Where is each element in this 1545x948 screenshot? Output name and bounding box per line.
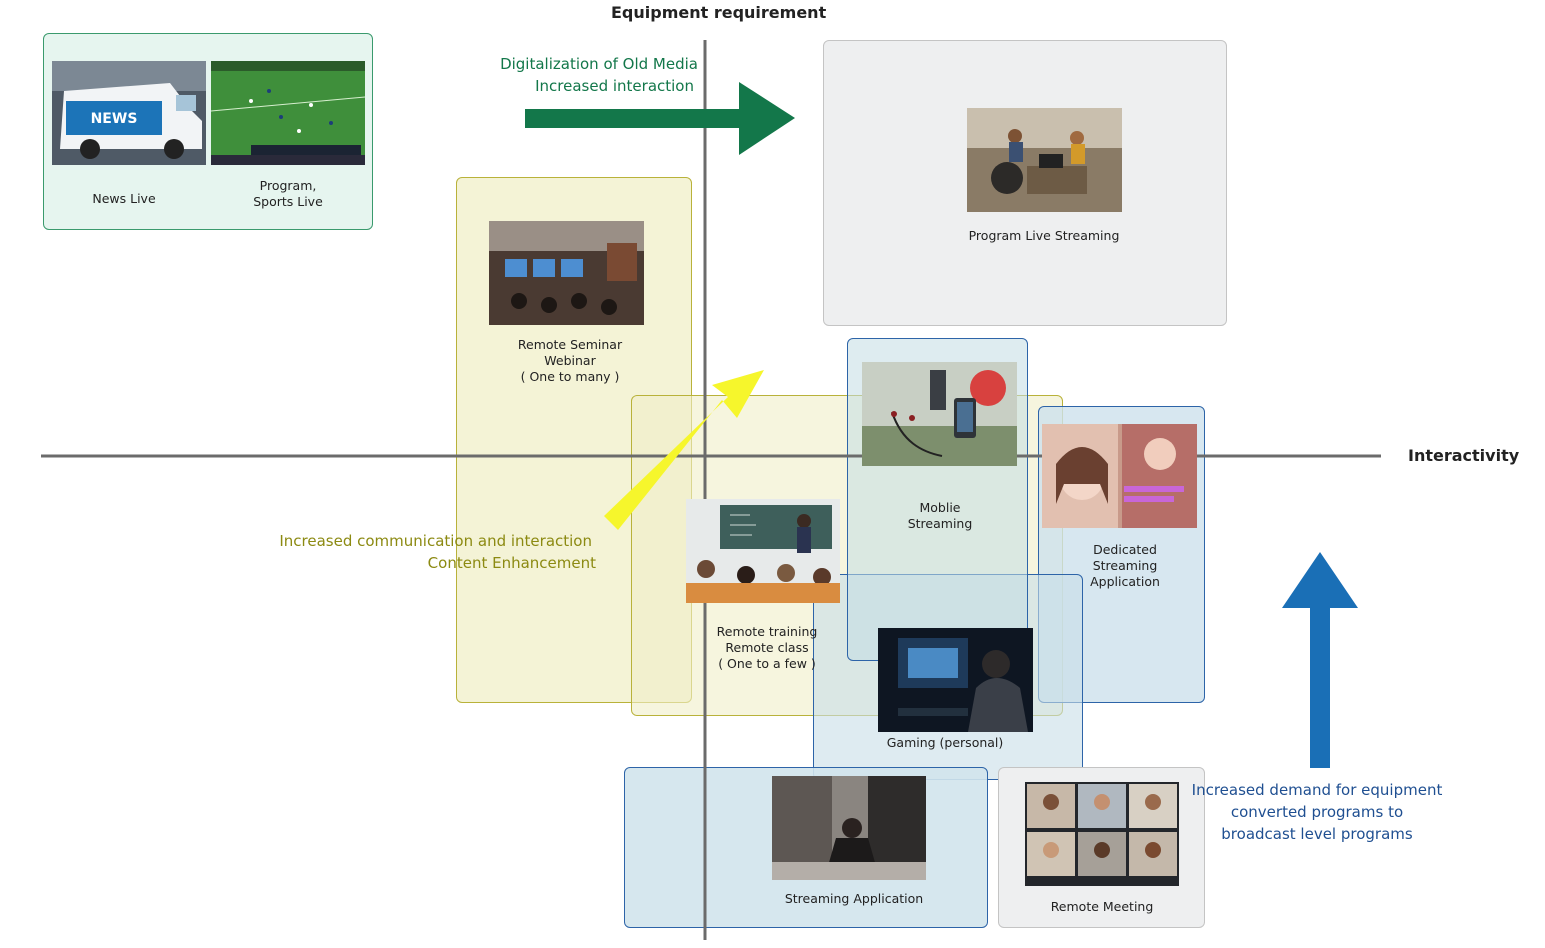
green-arrow — [525, 82, 795, 155]
note-blue-line2: converted programs to — [1230, 803, 1404, 821]
note-olive: Increased communication and interaction … — [250, 530, 596, 574]
caption-mobile-streaming: Moblie Streaming — [907, 500, 973, 531]
mobile-streaming-photo — [862, 362, 1017, 466]
blue-arrow — [1282, 552, 1358, 768]
caption-program-sports-live: Program, Sports Live — [253, 178, 323, 209]
caption-program-live-streaming: Program Live Streaming — [968, 228, 1120, 243]
remote-meeting-photo — [1025, 782, 1179, 886]
caption-streaming-application: Streaming Application — [784, 891, 924, 906]
note-green-line2: Increased interaction — [535, 77, 694, 95]
note-olive-line2: Content Enhancement — [427, 554, 596, 572]
note-blue-line3: broadcast level programs — [1221, 825, 1413, 843]
caption-remote-training: Remote training Remote class ( One to a … — [716, 624, 818, 671]
program-studio-photo — [967, 108, 1122, 212]
note-blue: Increased demand for equipment converted… — [1190, 779, 1444, 845]
note-green-line1: Digitalization of Old Media — [500, 55, 698, 73]
caption-gaming: Gaming (personal) — [886, 735, 1004, 750]
caption-dedicated-streaming: Dedicated Streaming Application — [1090, 542, 1160, 589]
y-axis-title: Equipment requirement — [611, 3, 827, 22]
streaming-app-photo — [772, 776, 926, 880]
classroom-photo — [686, 499, 840, 603]
news-van-photo: NEWS — [52, 61, 206, 165]
caption-remote-meeting: Remote Meeting — [1050, 899, 1154, 914]
x-axis-title: Interactivity — [1408, 446, 1520, 465]
yellow-arrow — [604, 370, 764, 530]
note-blue-line1: Increased demand for equipment — [1191, 781, 1443, 799]
news-van-text: NEWS — [91, 111, 138, 127]
sports-field-photo — [211, 61, 365, 165]
note-olive-line1: Increased communication and interaction — [279, 532, 592, 550]
gaming-photo — [878, 628, 1033, 732]
dedicated-streaming-photo — [1042, 424, 1197, 528]
seminar-photo — [489, 221, 644, 325]
caption-remote-seminar: Remote Seminar Webinar ( One to many ) — [517, 337, 623, 384]
caption-news-live: News Live — [92, 191, 156, 206]
note-green: Digitalization of Old Media Increased in… — [470, 53, 698, 97]
